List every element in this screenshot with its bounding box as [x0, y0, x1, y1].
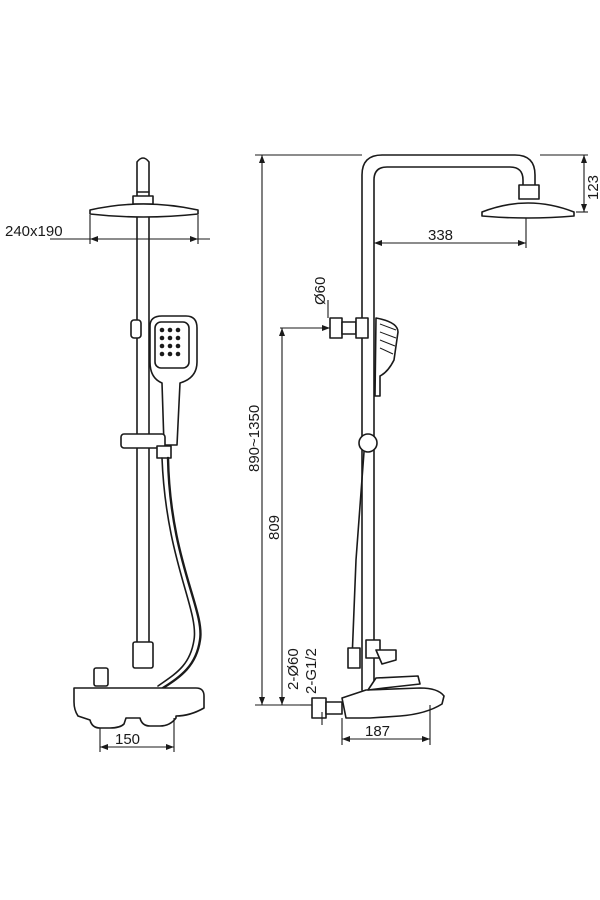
- front-slide-holder: [120, 433, 166, 449]
- dim-wall-bracket-height: 809: [266, 515, 283, 540]
- front-riser-pipe: [136, 191, 150, 653]
- side-view: [311, 154, 575, 719]
- front-rain-shower-head: [89, 195, 199, 218]
- dim-head-size: 240x190: [5, 223, 63, 240]
- dim-inlet-spacing: 150: [115, 731, 140, 748]
- side-riser-inner: [373, 166, 524, 691]
- front-riser-connector: [132, 641, 154, 669]
- riser-top-cap: [136, 157, 150, 193]
- side-hose: [351, 451, 365, 661]
- dim-pipe-diameter: Ø60: [312, 277, 329, 305]
- front-dimensions: [50, 215, 210, 752]
- front-hand-shower-holder: [130, 319, 142, 339]
- front-view: [73, 157, 205, 729]
- dim-total-height: 890~1350: [246, 405, 263, 472]
- side-mixer: [311, 675, 445, 719]
- front-hose: [158, 456, 202, 692]
- side-wall-bracket: [329, 317, 369, 339]
- front-mixer-body: [73, 687, 205, 729]
- side-lower-connector: [347, 647, 361, 669]
- front-hand-shower: [149, 315, 198, 446]
- side-dimensions: [255, 154, 588, 745]
- side-rain-shower-head: [481, 184, 575, 219]
- side-slide-knob: [358, 433, 378, 453]
- dim-inlet-flange: 2-Ø60: [285, 648, 302, 690]
- dim-inlet-thread: 2-G1/2: [303, 648, 320, 694]
- dim-head-height: 123: [585, 175, 600, 200]
- dim-mixer-depth: 187: [365, 723, 390, 740]
- front-diverter-knob: [93, 667, 109, 687]
- side-riser-outer: [361, 154, 536, 691]
- side-hand-shower: [374, 317, 399, 397]
- dim-arm-reach: 338: [428, 227, 453, 244]
